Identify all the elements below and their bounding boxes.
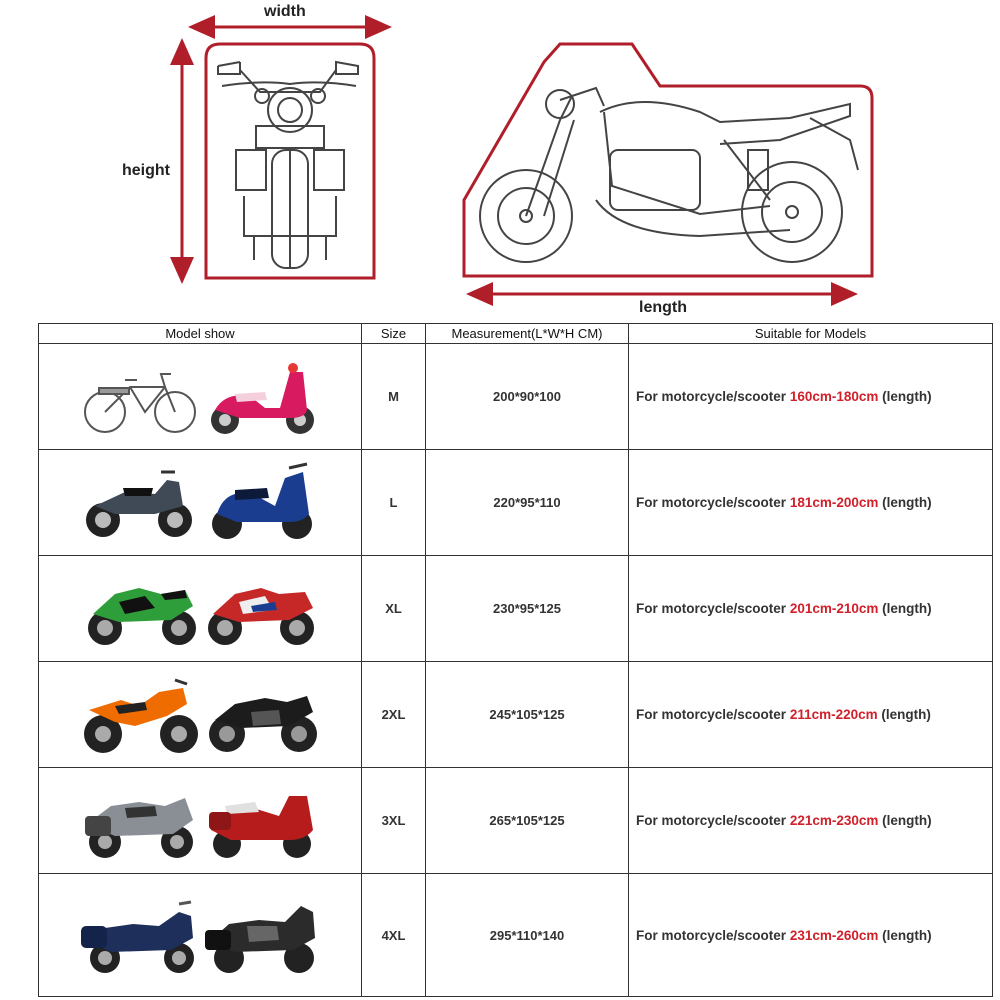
side-cover-outline [462, 42, 874, 278]
header-size: Size [361, 323, 426, 344]
model-illustration [84, 678, 317, 753]
orange-dirt-bike-icon [84, 678, 198, 753]
length-range: 201cm-210cm [789, 601, 879, 616]
length-label: length [639, 299, 687, 316]
model-illustration [85, 795, 313, 858]
suitable-suffix: (length) [882, 601, 932, 616]
table-row: M 200*90*100 For motorcycle/scooter 160c… [38, 343, 993, 450]
header-model-show: Model show [38, 323, 362, 344]
model-images [38, 343, 362, 450]
header-measurement: Measurement(L*W*H CM) [425, 323, 629, 344]
suitable-description: For motorcycle/scooter 181cm-200cm (leng… [628, 449, 993, 556]
length-range: 160cm-180cm [789, 389, 879, 404]
front-cover-outline [204, 42, 376, 280]
suitable-suffix: (length) [882, 813, 932, 828]
model-illustration [86, 462, 312, 539]
length-range: 181cm-200cm [789, 495, 879, 510]
measurement-value: 230*95*125 [425, 555, 629, 662]
suitable-description: For motorcycle/scooter 160cm-180cm (leng… [628, 343, 993, 450]
size-value: M [361, 343, 426, 450]
suitable-description: For motorcycle/scooter 211cm-220cm (leng… [628, 661, 993, 768]
size-value: 3XL [361, 767, 426, 874]
measurement-value: 220*95*110 [425, 449, 629, 556]
model-images [38, 873, 362, 997]
red-sport-bike-icon [208, 587, 314, 645]
blue-scooter-icon [212, 462, 312, 539]
green-sport-bike-icon [88, 587, 196, 645]
table-header-row: Model show Size Measurement(L*W*H CM) Su… [38, 323, 993, 344]
table-row: L 220*95*110 For motorcycle/scooter 181c… [38, 449, 993, 556]
suitable-prefix: For motorcycle/scooter [636, 707, 787, 722]
length-range: 221cm-230cm [789, 813, 879, 828]
black-tourer-icon [205, 906, 315, 973]
bicycle-icon [84, 372, 196, 433]
suitable-prefix: For motorcycle/scooter [636, 389, 787, 404]
size-value: 4XL [361, 873, 426, 997]
table-row: 2XL 245*105*125 For motorcycle/scooter 2… [38, 661, 993, 768]
measurement-value: 265*105*125 [425, 767, 629, 874]
red-maxi-scooter-icon [209, 795, 313, 858]
pink-scooter-icon [211, 362, 314, 434]
suitable-prefix: For motorcycle/scooter [636, 601, 787, 616]
dimension-illustration [170, 15, 874, 306]
length-range: 231cm-260cm [789, 927, 879, 943]
table-row: 3XL 265*105*125 For motorcycle/scooter 2… [38, 767, 993, 874]
side-motorcycle-icon [479, 86, 859, 263]
dimension-diagram: width height length [0, 0, 1000, 320]
model-images [38, 449, 362, 556]
length-range: 211cm-220cm [789, 707, 878, 722]
black-naked-bike-icon [209, 695, 317, 752]
model-images [38, 661, 362, 768]
model-illustration [88, 587, 314, 645]
suitable-prefix: For motorcycle/scooter [636, 813, 787, 828]
suitable-prefix: For motorcycle/scooter [636, 495, 787, 510]
size-value: 2XL [361, 661, 426, 768]
table-row: 4XL 295*110*140 For motorcycle/scooter 2… [38, 873, 993, 997]
suitable-suffix: (length) [882, 389, 932, 404]
front-motorcycle-icon [217, 60, 359, 269]
suitable-prefix: For motorcycle/scooter [636, 927, 787, 943]
model-illustration [84, 362, 314, 434]
suitable-suffix: (length) [881, 707, 931, 722]
silver-touring-bike-icon [85, 797, 193, 858]
header-suitable-models: Suitable for Models [628, 323, 993, 344]
table-row: XL 230*95*125 For motorcycle/scooter 201… [38, 555, 993, 662]
measurement-value: 295*110*140 [425, 873, 629, 997]
blue-cruiser-icon [81, 900, 194, 973]
model-illustration [81, 900, 315, 973]
suitable-suffix: (length) [882, 927, 932, 943]
size-value: L [361, 449, 426, 556]
suitable-description: For motorcycle/scooter 231cm-260cm (leng… [628, 873, 993, 997]
measurement-value: 200*90*100 [425, 343, 629, 450]
height-label: height [122, 162, 170, 179]
measurement-value: 245*105*125 [425, 661, 629, 768]
suitable-suffix: (length) [882, 495, 932, 510]
suitable-description: For motorcycle/scooter 221cm-230cm (leng… [628, 767, 993, 874]
suitable-description: For motorcycle/scooter 201cm-210cm (leng… [628, 555, 993, 662]
width-label: width [264, 3, 306, 20]
size-chart-table: Model show Size Measurement(L*W*H CM) Su… [38, 323, 993, 997]
size-value: XL [361, 555, 426, 662]
underbone-motorcycle-icon [86, 470, 192, 537]
model-images [38, 555, 362, 662]
model-images [38, 767, 362, 874]
